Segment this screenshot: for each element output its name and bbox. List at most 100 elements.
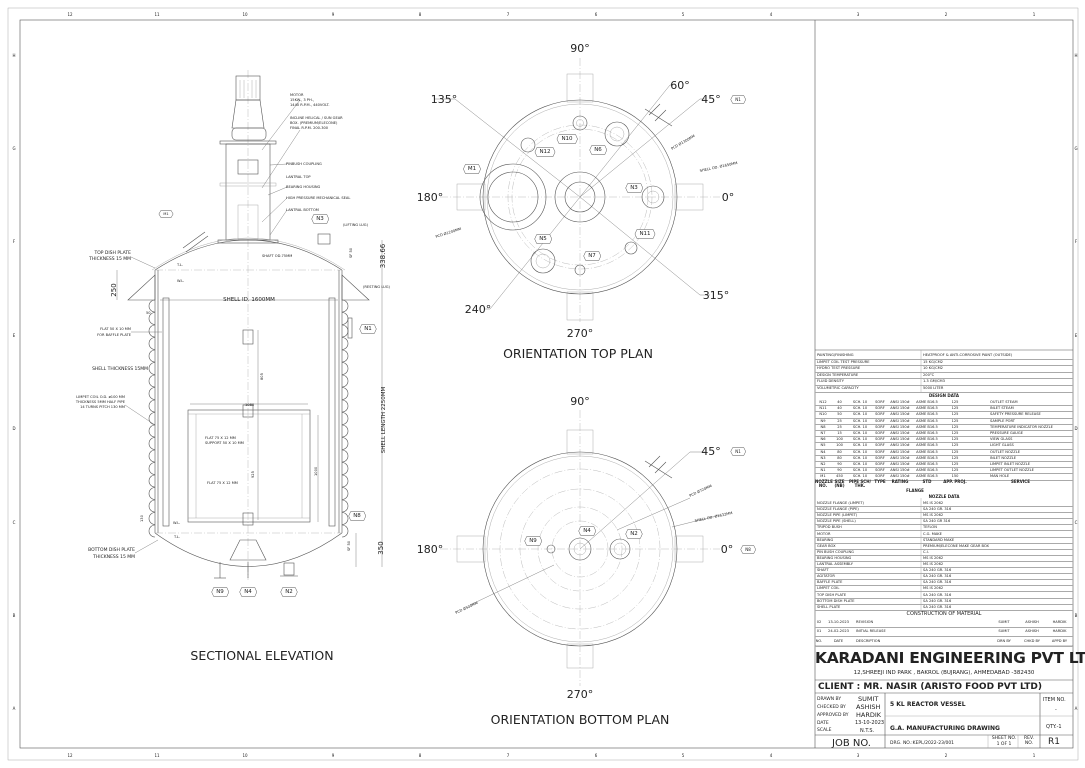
frame-column-marker: 7: [507, 12, 510, 17]
frame-row-marker: E: [13, 333, 16, 338]
angle-90: 90°: [570, 395, 590, 408]
frame-column-marker: 6: [595, 753, 598, 758]
table-cell: SA 240 GR. 316: [923, 604, 952, 609]
top-dish-label: TOP DISH PLATE: [93, 250, 131, 256]
table-cell: 125: [951, 437, 959, 442]
frame-row-marker: A: [1075, 706, 1078, 711]
frame-column-marker: 2: [945, 12, 948, 17]
nozzle-tag-m1: M1: [163, 212, 168, 216]
table-cell: OUTLET NOZZLE: [990, 449, 1020, 454]
nozzle-tag-n2: N2: [630, 531, 638, 537]
drawing-title: G.A. MANUFACTURING DRAWING: [890, 725, 1000, 732]
table-cell: SAFETY PRESSURE RELEASE: [990, 412, 1041, 417]
table-cell: OUTLET STEAM: [990, 400, 1018, 404]
bearing-housing-label: BEARING HOUSING: [286, 185, 321, 189]
table-cell: N9: [820, 418, 826, 423]
table-cell: N6: [820, 437, 826, 442]
table-cell: SCH. 10: [852, 424, 868, 429]
frame-row-marker: F: [1075, 239, 1078, 244]
nozzle-tag-n4: N4: [244, 589, 252, 595]
limpet-coil-turn: [341, 424, 349, 438]
table-cell: SORF: [875, 406, 885, 411]
motor-label: 15KW., 3 PH.,: [290, 98, 314, 102]
table-cell: INITIAL RELEASE: [856, 629, 886, 633]
limpet-coil-turn: [341, 499, 349, 513]
checked-by-label: CHECKED BY: [817, 705, 846, 710]
pinbush-coupling-label: PINBUSH COUPLING: [286, 162, 322, 166]
shell-length-label: SHELL LENGTH 2250MM: [381, 387, 387, 454]
nozzle-tag-n9: N9: [216, 589, 224, 595]
drawn-by-label: DRAWN BY: [817, 697, 842, 702]
table-cell: 02: [816, 620, 822, 624]
table-cell: SORF: [875, 424, 885, 429]
table-cell: N4: [820, 449, 826, 454]
table-cell: 100: [836, 437, 843, 442]
table-cell: 125: [951, 431, 959, 435]
nozzle-tag-n2: N2: [285, 589, 293, 595]
table-cell: GEAR BOX: [817, 543, 836, 548]
table-cell: 40: [837, 406, 842, 411]
table-cell: SCH. 10: [852, 443, 868, 448]
dim-sf50: SF 50: [349, 247, 353, 258]
limpet-coil-turn: [341, 362, 349, 375]
table-cell: 125: [951, 418, 959, 423]
table-cell: C.G. MAKE: [923, 531, 942, 536]
table-cell: TOP DISH PLATE: [817, 592, 847, 597]
table-cell: SORF: [875, 412, 885, 417]
hexagon-tag-frame: [625, 529, 643, 539]
dim-130: 130: [140, 514, 144, 522]
nozzle-tag-n8: N8: [745, 547, 751, 552]
sheet-no: 1 OF 1: [996, 742, 1012, 747]
nozzle-tag-m1: M1: [468, 166, 476, 172]
item-no-label: ITEM NO.: [1043, 697, 1066, 703]
table-cell: BEARING HOUSING: [817, 555, 852, 560]
frame-column-marker: 1: [1033, 753, 1036, 758]
table-cell: SA 240 GR. 316: [923, 598, 952, 603]
table-cell: MS IS 2062: [923, 555, 944, 560]
limpet-coil-turn: [148, 512, 156, 525]
table-cell: TRIPOD BUSH: [817, 525, 842, 530]
limpet-coil-turn: [148, 499, 156, 513]
limpet-coil-turn: [148, 449, 156, 463]
mechanical-seal-label: HIGH PRESSURE MECHANICAL SEAL: [286, 196, 350, 200]
angle-270: 270°: [567, 688, 594, 701]
table-cell: N1: [820, 468, 826, 473]
sheet-no-label: SHEET NO.: [991, 736, 1017, 741]
table-cell: SUMIT: [998, 629, 1010, 633]
shell-id-label: SHELL ID. 1600MM: [223, 297, 275, 303]
table-cell: ANSI 150#: [890, 424, 910, 429]
table-cell: 80: [837, 455, 842, 460]
table-cell: N3: [820, 455, 826, 460]
table-cell: 15: [837, 431, 842, 435]
hexagon-tag-frame: [534, 147, 556, 157]
table-cell: 40: [837, 400, 842, 404]
table-cell: N7: [820, 431, 826, 435]
checked-by: ASHISH: [856, 703, 881, 711]
table-cell: BOTTOM DISH PLATE: [817, 598, 855, 603]
limpet-coil-turn: [341, 399, 349, 413]
table-cell: HARDIK: [1052, 629, 1067, 633]
limpet-coil-label: LIMPET COIL O.D. ø100 MM: [76, 395, 125, 399]
nozzle-tag-n3: N3: [316, 216, 324, 222]
view-title-top-plan: ORIENTATION TOP PLAN: [503, 346, 653, 361]
frame-column-marker: 4: [770, 12, 773, 17]
angle-180: 180°: [417, 543, 444, 556]
angle-315: 315°: [703, 289, 730, 302]
table-cell: 24-02-2023: [828, 629, 849, 633]
frame-column-marker: 6: [595, 12, 598, 17]
table-cell: STANDARD MAKE: [923, 537, 955, 542]
table-cell: 125: [951, 412, 959, 417]
table-cell: SORF: [875, 418, 885, 423]
table-cell: SA 240 GR. 316: [923, 507, 952, 512]
material-row: NOZZLE PIPE (LIMPET)MS IS 2062: [815, 512, 1073, 520]
baffle-label: FOR BAFFLE PLATE: [97, 333, 132, 337]
nozzle-tag-n9: N9: [529, 538, 537, 544]
